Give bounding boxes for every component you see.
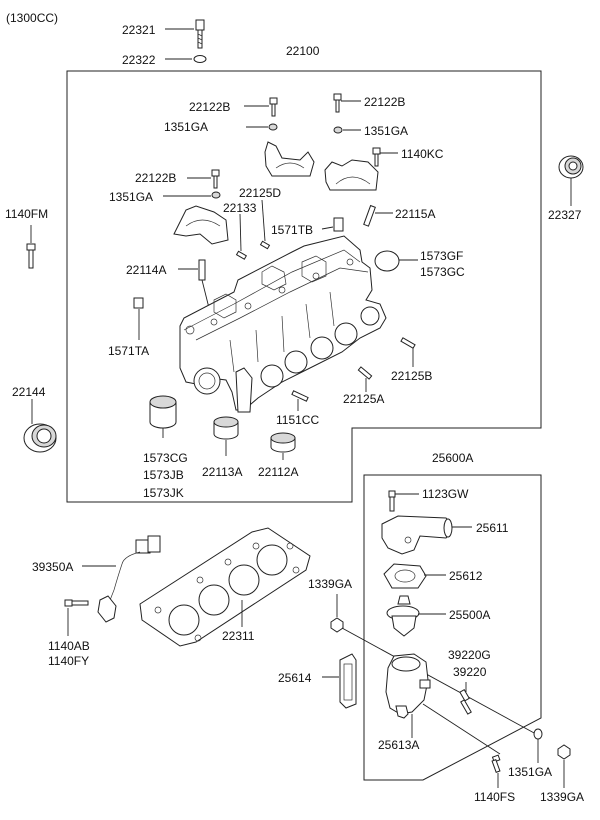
label-25600A: 25600A	[432, 451, 473, 465]
label-22125D: 22125D	[239, 186, 281, 200]
stud-22114A	[198, 259, 206, 281]
sensor-39220	[459, 688, 472, 715]
water-outlet-25611	[381, 515, 453, 555]
bolt-1140AB	[64, 599, 89, 607]
pin-22133	[235, 250, 248, 260]
gasket-25612	[383, 563, 427, 589]
label-1339GA-upper: 1339GA	[308, 577, 352, 591]
label-22112A: 22112A	[258, 465, 298, 479]
label-22122B-mid: 22122B	[135, 171, 176, 185]
plug-1573GF	[374, 250, 400, 272]
washer-1351GA-left-upper	[268, 123, 278, 131]
bolt-1140FS	[491, 754, 501, 773]
bolt-1123GW	[388, 490, 396, 512]
seal-22112A	[270, 432, 296, 453]
dowel-1151CC	[291, 390, 309, 402]
gasket-25614	[339, 653, 357, 709]
label-22100: 22100	[286, 44, 320, 58]
bolt-1140KC	[372, 147, 381, 167]
label-25614: 25614	[278, 671, 312, 685]
label-22144: 22144	[12, 385, 46, 399]
label-22322: 22322	[122, 53, 156, 67]
label-1573JK: 1573JK	[143, 486, 184, 500]
variant-label: (1300CC)	[6, 11, 58, 25]
thermostat-25500A	[386, 595, 420, 637]
label-1140FS: 1140FS	[474, 790, 515, 804]
bolt-22122B-right-upper	[333, 93, 342, 113]
seal-22327	[558, 155, 584, 179]
label-1140KC: 1140KC	[401, 147, 444, 161]
label-1351GA-lower: 1351GA	[508, 765, 552, 779]
label-25613A: 25613A	[378, 738, 419, 752]
label-1140FM: 1140FM	[5, 207, 48, 221]
main-assembly-frame	[66, 70, 542, 503]
label-1351GA-mid: 1351GA	[109, 190, 153, 204]
label-1339GA-lower: 1339GA	[540, 790, 584, 804]
seal-22113A	[213, 416, 239, 440]
label-1573GC: 1573GC	[420, 265, 465, 279]
label-22122B-right: 22122B	[364, 95, 405, 109]
label-22113A: 22113A	[202, 465, 242, 479]
label-1140AB: 1140AB	[48, 639, 90, 653]
sensor-39350A	[97, 535, 161, 623]
label-22125B: 22125B	[391, 369, 432, 383]
seal-1573CG	[149, 395, 177, 429]
nut-1339GA-lower	[557, 744, 571, 760]
label-1573GF: 1573GF	[420, 249, 463, 263]
label-25611: 25611	[476, 521, 509, 535]
label-1123GW: 1123GW	[422, 487, 469, 501]
label-1571TB: 1571TB	[271, 223, 313, 237]
label-22321: 22321	[122, 23, 156, 37]
dowel-22125D	[259, 240, 271, 250]
washer-1351GA-lower	[533, 728, 543, 740]
label-22125A: 22125A	[343, 392, 384, 406]
plug-1571TB	[333, 217, 344, 232]
label-39220: 39220	[453, 665, 487, 679]
washer-1351GA-right-upper	[333, 126, 343, 134]
label-39350A: 39350A	[32, 560, 73, 574]
dowel-22125B	[400, 337, 416, 349]
label-1151CC: 1151CC	[276, 413, 319, 427]
washer-22322	[193, 55, 207, 63]
bolt-22321	[195, 19, 205, 49]
bolt-1140FM	[26, 243, 36, 269]
label-22311: 22311	[222, 629, 255, 643]
seal-22144	[23, 423, 57, 453]
thermostat-housing-25613A	[385, 653, 431, 719]
label-25612: 25612	[449, 569, 483, 583]
label-22115A: 22115A	[395, 207, 435, 221]
label-1351GA-left: 1351GA	[164, 120, 208, 134]
bearing-cap-right	[324, 159, 379, 191]
label-22114A: 22114A	[126, 263, 166, 277]
label-22327: 22327	[548, 208, 582, 222]
label-1573CG: 1573CG	[143, 451, 188, 465]
label-1351GA-right: 1351GA	[364, 124, 408, 138]
washer-1351GA-mid	[211, 191, 221, 199]
dowel-22125A	[357, 366, 373, 380]
label-1140FY: 1140FY	[48, 654, 89, 668]
bolt-22122B-left-upper	[269, 97, 278, 117]
label-39220G: 39220G	[448, 648, 491, 662]
plug-1571TA	[133, 297, 144, 309]
bearing-cap-left	[173, 205, 229, 245]
label-1571TA: 1571TA	[108, 344, 149, 358]
bearing-cap-center	[264, 141, 315, 177]
gasket-22311	[139, 527, 311, 647]
label-1573JB: 1573JB	[143, 468, 184, 482]
bolt-22122B-mid	[211, 169, 220, 189]
label-25500A: 25500A	[449, 608, 490, 622]
stud-22115A	[363, 204, 376, 227]
label-22133: 22133	[223, 201, 257, 215]
thermostat-assembly-frame	[363, 474, 542, 781]
cylinder-head-22100	[179, 235, 387, 413]
nut-1339GA-upper	[330, 617, 344, 633]
label-22122B-left: 22122B	[189, 100, 230, 114]
